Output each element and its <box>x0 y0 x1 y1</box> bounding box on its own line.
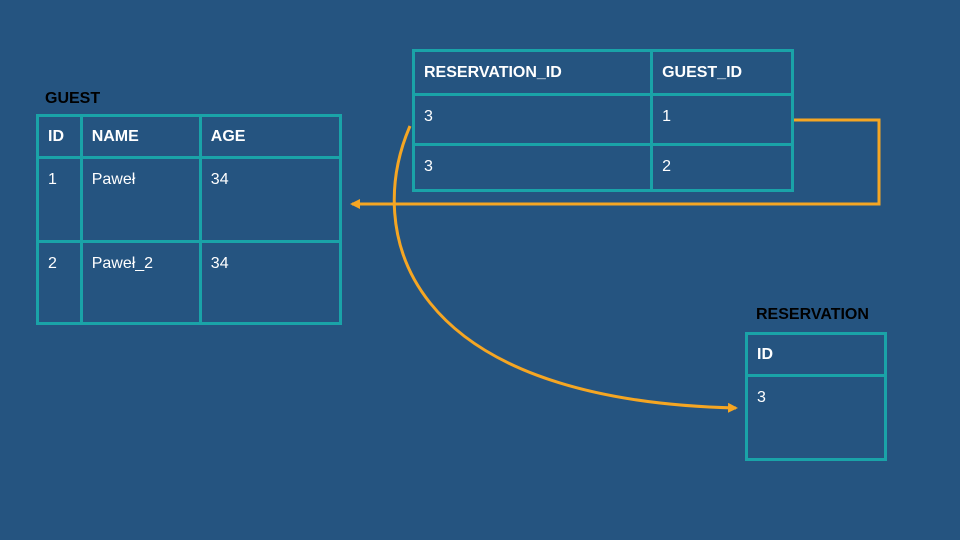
link-col-guest-id: GUEST_ID <box>650 49 794 96</box>
guest-table-label: GUEST <box>45 90 101 107</box>
guest-cell-id: 2 <box>36 240 83 325</box>
reservation-cell-id: 3 <box>745 374 887 461</box>
table-row: 3 <box>745 374 887 461</box>
guest-col-name: NAME <box>79 114 202 159</box>
reservation-header-row: ID <box>745 332 887 377</box>
guest-reservation-table: RESERVATION_ID GUEST_ID 3 1 3 2 <box>411 49 794 192</box>
guest-cell-name: Paweł_2 <box>79 240 202 325</box>
link-cell-reservation-id: 3 <box>411 143 654 192</box>
guest-table: ID NAME AGE 1 Paweł 34 2 Paweł_2 34 <box>36 114 343 325</box>
guest-header-row: ID NAME AGE <box>36 114 343 159</box>
guest-cell-name: Paweł <box>79 156 202 243</box>
guest-col-id: ID <box>36 114 83 159</box>
guest-col-age: AGE <box>198 114 343 159</box>
reservation-table: ID 3 <box>745 332 887 461</box>
link-col-reservation-id: RESERVATION_ID <box>411 49 654 96</box>
link-cell-guest-id: 2 <box>650 143 794 192</box>
guest-cell-age: 34 <box>198 240 343 325</box>
link-header-row: RESERVATION_ID GUEST_ID <box>411 49 794 96</box>
table-row: 1 Paweł 34 <box>36 156 343 243</box>
link-cell-reservation-id: 3 <box>411 93 654 146</box>
table-row: 2 Paweł_2 34 <box>36 240 343 325</box>
table-row: 3 2 <box>411 143 794 192</box>
guest-cell-age: 34 <box>198 156 343 243</box>
guest-cell-id: 1 <box>36 156 83 243</box>
reservation-table-label: RESERVATION <box>756 306 869 323</box>
link-cell-guest-id: 1 <box>650 93 794 146</box>
reservation-col-id: ID <box>745 332 887 377</box>
table-row: 3 1 <box>411 93 794 146</box>
